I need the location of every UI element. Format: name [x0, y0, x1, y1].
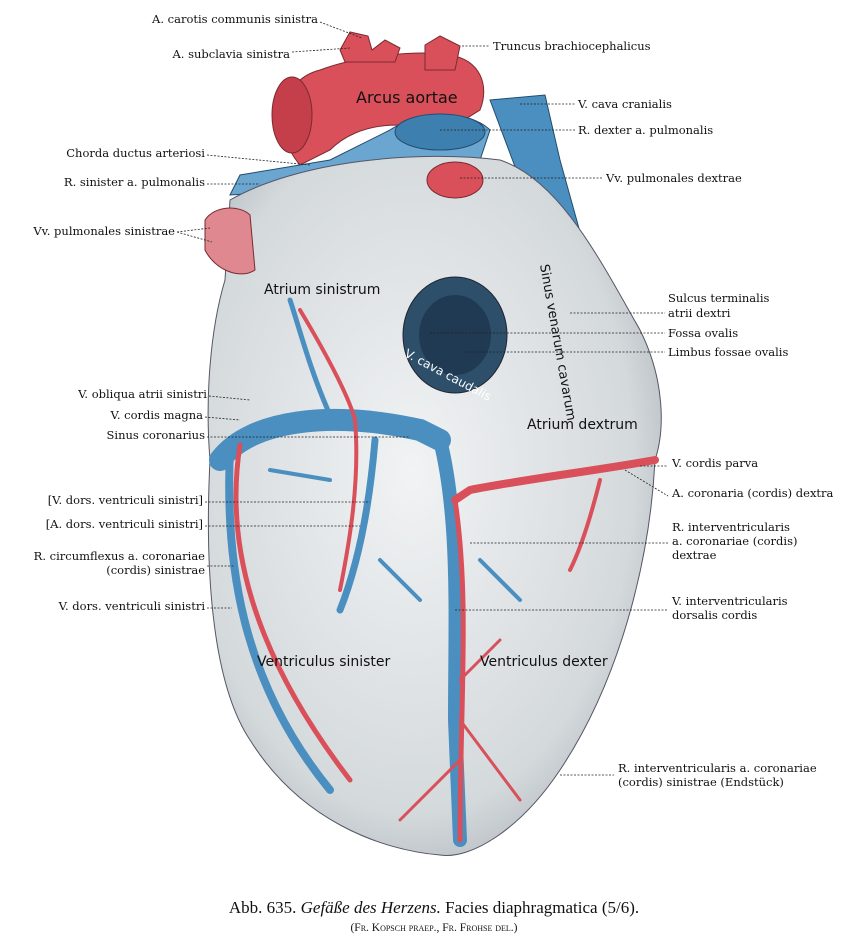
label-v-interv-2: dorsalis cordis — [672, 608, 758, 622]
v-dors-ventriculi-sinistri — [225, 446, 334, 794]
a-coronaria-dextra — [451, 456, 659, 504]
carotis-subclavia — [339, 31, 401, 63]
label-r-interv-dex-2: a. coronariae (cordis) — [672, 534, 798, 548]
label-sulcus-terminalis-2: atrii dextri — [668, 306, 731, 320]
label-atrium-dextrum: Atrium dextrum — [527, 417, 638, 433]
label-a-dors-bracket: [A. dors. ventriculi sinistri] — [45, 517, 203, 531]
label-v-interv: V. interventricularis — [672, 594, 788, 608]
caption-number: Abb. 635. — [228, 898, 297, 917]
label-limbus: Limbus fossae ovalis — [668, 345, 789, 359]
label-r-interv-dex: R. interventricularis — [672, 520, 790, 534]
v-interventricularis — [433, 433, 467, 847]
pulmonary-veins-left — [204, 207, 256, 275]
label-v-cava-cranialis: V. cava cranialis — [578, 97, 672, 111]
label-a-coronaria-dextra: A. coronaria (cordis) dextra — [672, 486, 834, 500]
label-r-sinister: R. sinister a. pulmonalis — [63, 175, 205, 189]
figure-caption: Abb. 635. Gefäße des Herzens. Facies dia… — [0, 898, 868, 918]
label-v-dors-bracket: [V. dors. ventriculi sinistri] — [47, 493, 203, 507]
label-r-dexter: R. dexter a. pulmonalis — [578, 123, 714, 137]
label-atrium-sinistrum: Atrium sinistrum — [264, 282, 381, 298]
aorta-opening — [271, 76, 313, 154]
label-vv-pulm-dex: Vv. pulmonales dextrae — [606, 171, 742, 185]
caption-subtitle: Facies diaphragmatica (5/6). — [445, 898, 640, 917]
pulmonary-veins-right — [426, 161, 484, 199]
caption-title: Gefäße des Herzens. — [300, 898, 441, 917]
label-chorda: Chorda ductus arteriosi — [66, 146, 205, 160]
label-r-circumflexus-2: (cordis) sinistrae — [106, 563, 205, 577]
label-v-cordis-parva: V. cordis parva — [672, 456, 759, 470]
sinus-coronarius — [209, 409, 451, 471]
label-sulcus-terminalis: Sulcus terminalis — [668, 291, 770, 305]
label-sinus-coronarius: Sinus coronarius — [106, 428, 205, 442]
label-v-obliqua: V. obliqua atrii sinistri — [78, 387, 207, 401]
label-arcus-aortae: Arcus aortae — [356, 88, 458, 107]
label-r-interv-sin: R. interventricularis a. coronariae — [618, 761, 817, 775]
label-vv-pulm-sin: Vv. pulmonales sinistrae — [33, 224, 175, 238]
label-ventriculus-dexter: Ventriculus dexter — [480, 654, 608, 670]
label-carotis: A. carotis communis sinistra — [152, 12, 318, 26]
label-r-interv-dex-3: dextrae — [672, 548, 717, 562]
label-subclavia: A. subclavia sinistra — [172, 47, 291, 61]
label-v-dors: V. dors. ventriculi sinistri — [58, 599, 205, 613]
figure-credits: (Fr. Kopsch praep., Fr. Frohse del.) — [350, 922, 518, 934]
r-circumflexus — [233, 442, 353, 783]
label-r-circumflexus: R. circumflexus a. coronariae — [33, 549, 205, 563]
leader-lines — [176, 21, 669, 776]
label-ventriculus-sinister: Ventriculus sinister — [257, 654, 391, 670]
label-r-interv-sin-2: (cordis) sinistrae (Endstück) — [618, 775, 784, 789]
heart-body — [207, 155, 662, 857]
label-truncus: Truncus brachiocephalicus — [493, 39, 651, 53]
label-v-cordis-magna: V. cordis magna — [110, 408, 203, 422]
truncus-brachiocephalicus — [424, 35, 461, 71]
r-interventricularis — [452, 497, 466, 843]
label-fossa-ovalis: Fossa ovalis — [668, 326, 739, 340]
